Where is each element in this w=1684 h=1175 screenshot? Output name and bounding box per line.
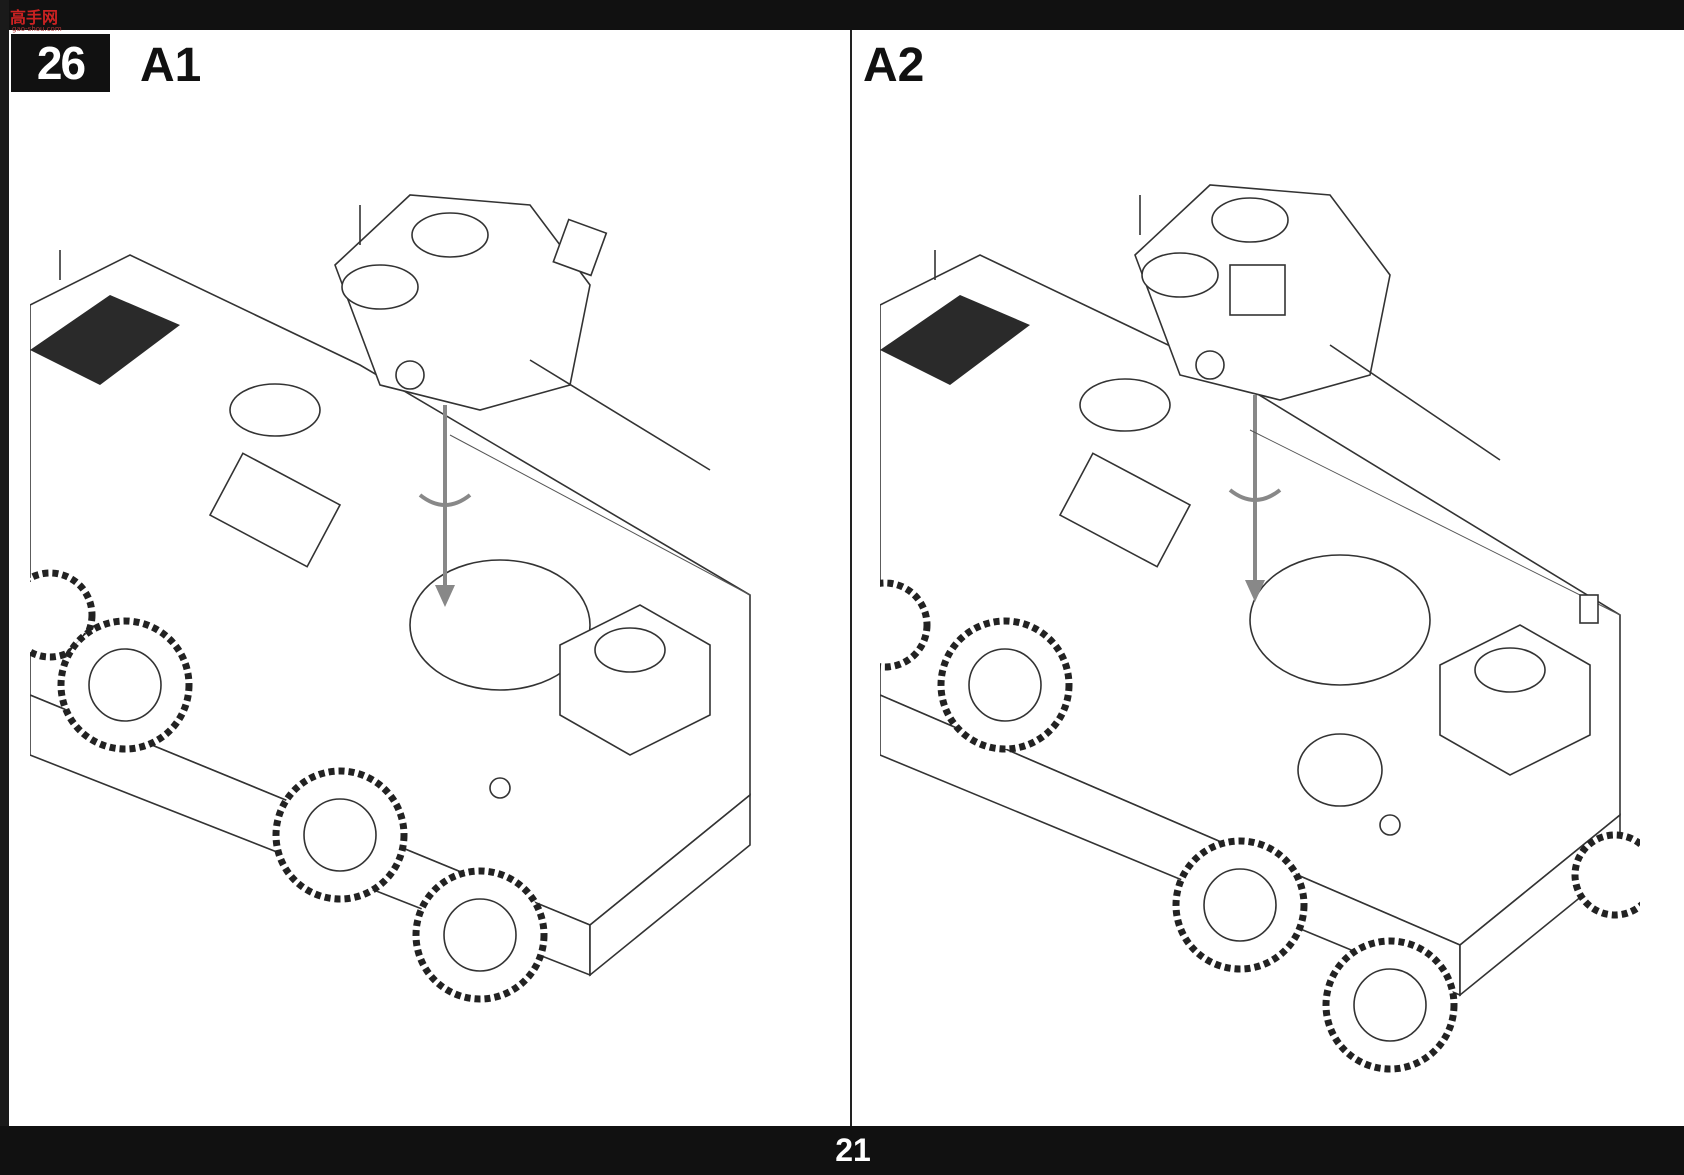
side-mirror bbox=[1579, 594, 1599, 624]
turret-ring bbox=[1249, 554, 1431, 686]
install-arrow-head bbox=[1245, 580, 1265, 602]
assembly-illustration-a1 bbox=[4, 175, 790, 1115]
driver-hatch-cover bbox=[594, 627, 666, 673]
gun-barrel bbox=[1329, 344, 1501, 461]
turret bbox=[334, 194, 591, 411]
bottom-bar bbox=[0, 1126, 1684, 1175]
gun-barrel bbox=[529, 359, 711, 471]
rotate-arrow bbox=[1228, 488, 1282, 502]
wheel-4-rim bbox=[443, 898, 517, 972]
watermark-logo-text: 高手网 bbox=[10, 8, 59, 27]
wheel-3-rim bbox=[303, 798, 377, 872]
vehicle-drawing-a2 bbox=[839, 184, 1659, 1073]
stowage-box bbox=[1058, 452, 1192, 568]
stowage-box bbox=[208, 452, 342, 568]
step-number-box: 26 bbox=[11, 34, 110, 92]
rotate-arrow bbox=[418, 493, 472, 507]
mirror bbox=[1379, 814, 1401, 836]
wheel-2-rim bbox=[88, 648, 162, 722]
commander-ring bbox=[1297, 733, 1383, 807]
gun-sight bbox=[1195, 350, 1225, 380]
watermark-url: gao-shou.com bbox=[12, 25, 62, 33]
rear-hatch bbox=[229, 383, 321, 437]
install-arrow-head bbox=[435, 585, 455, 607]
turret-hatch-1 bbox=[1211, 197, 1289, 243]
step-number: 26 bbox=[36, 37, 86, 89]
deck-rail bbox=[1249, 429, 1621, 616]
engine-grille bbox=[880, 295, 1030, 385]
hull-front bbox=[589, 793, 751, 977]
wheel-5 bbox=[1571, 831, 1659, 919]
searchlight-part bbox=[552, 218, 608, 277]
left-page-edge bbox=[0, 0, 9, 1175]
mounted-searchlight bbox=[1229, 264, 1286, 316]
mirror bbox=[489, 777, 511, 799]
engine-grille bbox=[30, 295, 180, 385]
turret-hatch-1 bbox=[411, 212, 489, 258]
turret-hatch-2 bbox=[341, 264, 419, 310]
watermark-logo: 高手网 gao-shou.com bbox=[10, 4, 76, 34]
variant-label-a1: A1 bbox=[140, 39, 202, 92]
page-number: 21 bbox=[835, 1132, 871, 1168]
variant-label-a2: A2 bbox=[863, 39, 925, 92]
top-bar bbox=[0, 0, 1684, 30]
assembly-illustration-a2 bbox=[839, 175, 1659, 1115]
page-gutter-line bbox=[850, 30, 852, 1126]
wheel-3-rim bbox=[1203, 868, 1277, 942]
turret-hatch-2 bbox=[1141, 252, 1219, 298]
wheel-2-rim bbox=[968, 648, 1042, 722]
deck-rail bbox=[449, 434, 751, 596]
turret-ring bbox=[409, 559, 591, 691]
wheel-4-rim bbox=[1353, 968, 1427, 1042]
gun-sight bbox=[395, 360, 425, 390]
rear-hatch bbox=[1079, 378, 1171, 432]
vehicle-drawing-a1 bbox=[4, 194, 751, 1003]
driver-hatch-cover bbox=[1474, 647, 1546, 693]
